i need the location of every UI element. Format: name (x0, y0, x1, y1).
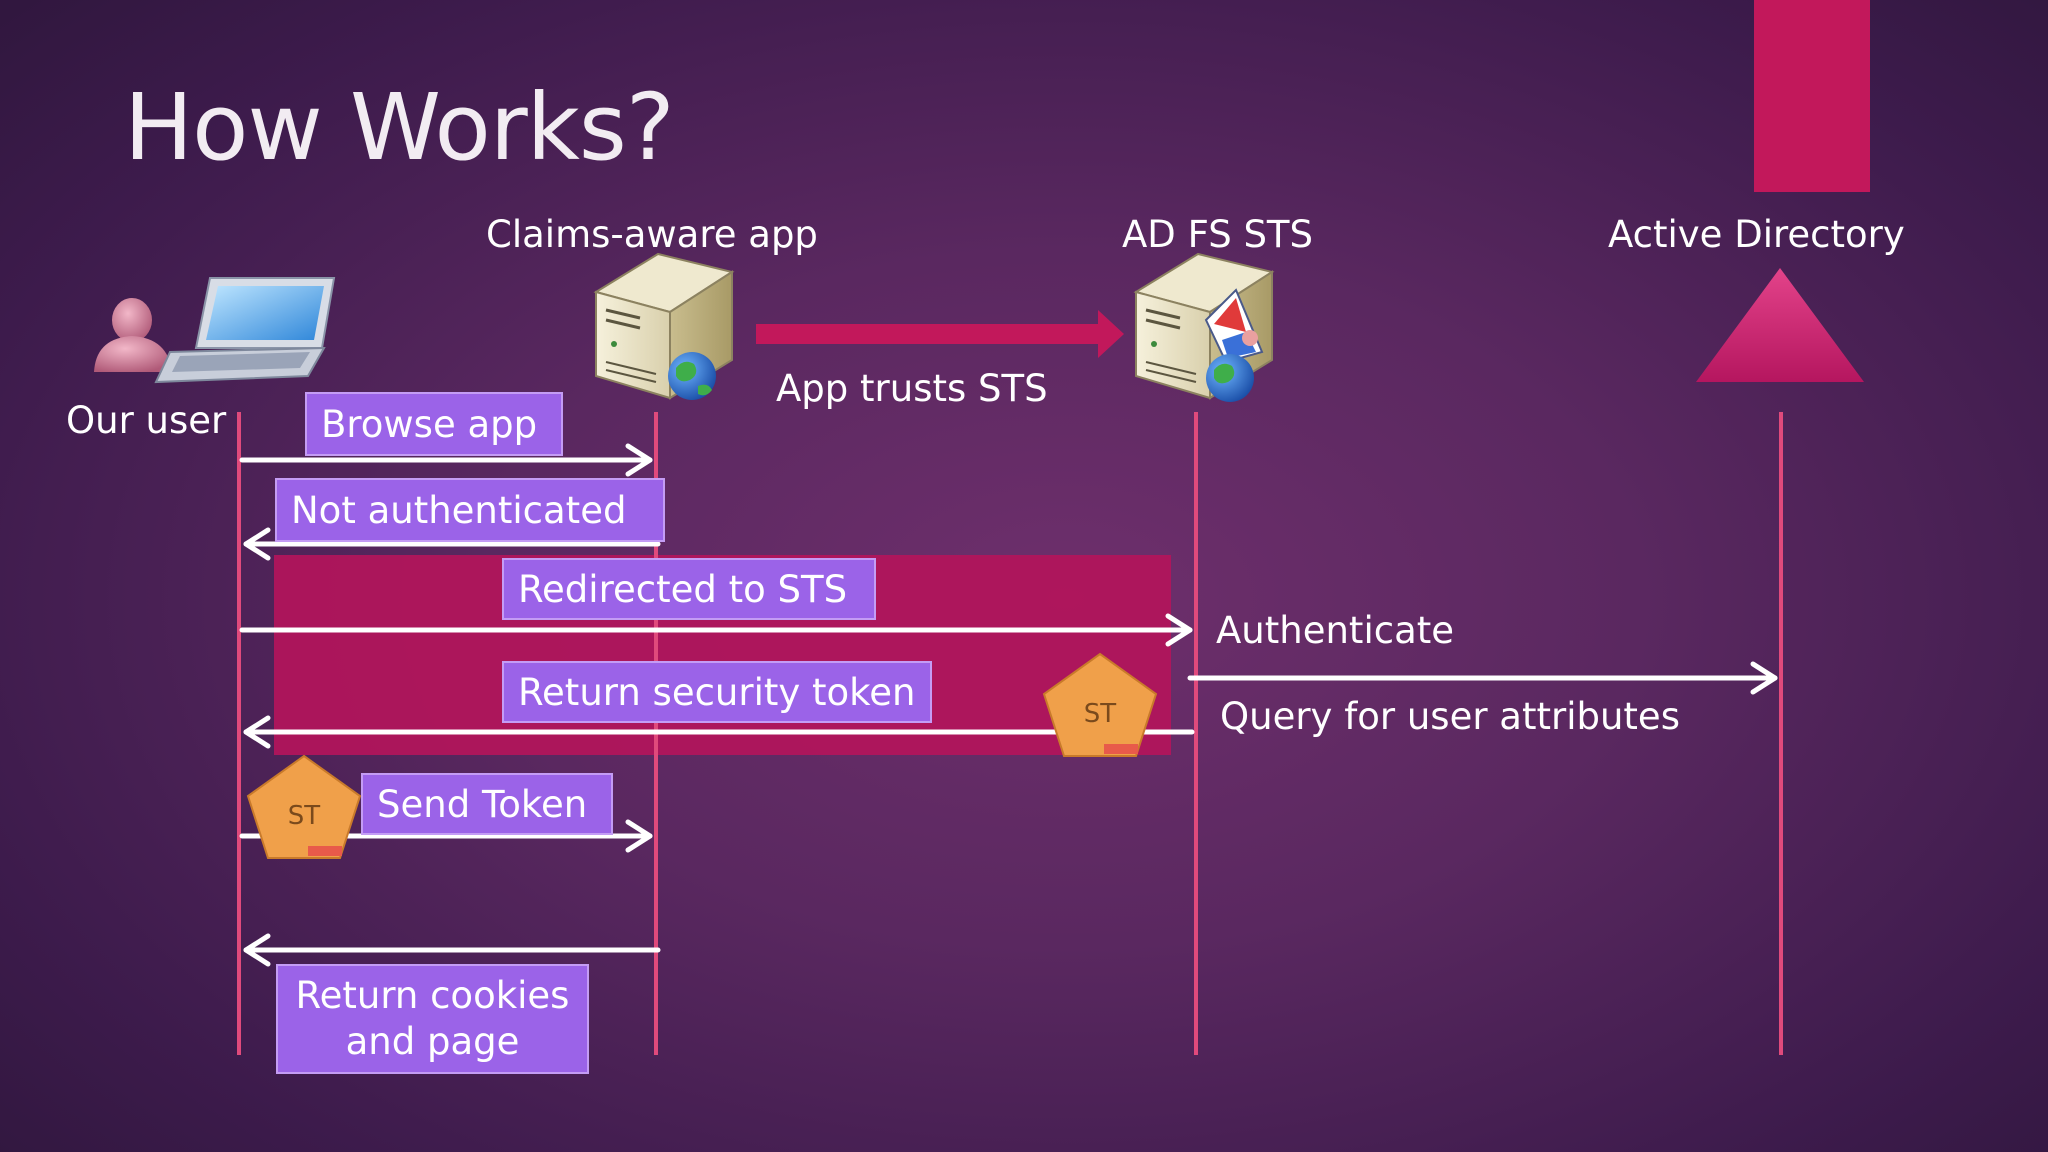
message-return-security-token: Return security token (502, 661, 932, 723)
message-return-cookies: Return cookies and page (276, 964, 589, 1074)
message-query-user-attributes: Query for user attributes (1220, 695, 1680, 738)
message-return-cookies-line1: Return cookies (295, 973, 570, 1017)
security-token-icon: ST (1042, 652, 1158, 757)
security-token-icon-user: ST (246, 754, 362, 859)
lifeline-user (237, 412, 241, 1055)
actor-label-ad: Active Directory (1608, 213, 1905, 256)
user-laptop-icon (94, 277, 336, 384)
accent-bar (1754, 0, 1870, 192)
message-not-authenticated: Not authenticated (275, 478, 665, 542)
trust-label: App trusts STS (776, 367, 1048, 410)
message-authenticate: Authenticate (1216, 609, 1455, 652)
lifeline-sts (1194, 412, 1198, 1055)
message-send-token: Send Token (361, 773, 613, 835)
message-return-cookies-line2: and page (345, 1020, 520, 1063)
security-token-label-user: ST (288, 801, 321, 831)
arrow-browse-app (239, 443, 653, 477)
app-server-icon (593, 252, 735, 400)
slide-title: How Works? (124, 74, 675, 181)
arrow-return-cookies (243, 933, 661, 967)
lifeline-ad (1779, 412, 1783, 1055)
trust-arrow (756, 310, 1124, 358)
actor-label-user: Our user (66, 399, 227, 442)
arrow-return-security-token (243, 715, 1195, 749)
message-browse-app: Browse app (305, 392, 563, 456)
actor-label-app: Claims-aware app (486, 213, 818, 256)
message-redirected-to-sts: Redirected to STS (502, 558, 876, 620)
security-token-label: ST (1084, 699, 1117, 729)
arrow-redirect-to-sts (239, 613, 1193, 647)
sts-server-icon (1133, 252, 1275, 402)
arrow-authenticate (1187, 661, 1778, 695)
active-directory-icon (1696, 268, 1864, 382)
actor-label-sts: AD FS STS (1122, 213, 1314, 256)
arrow-not-authenticated (243, 527, 661, 561)
